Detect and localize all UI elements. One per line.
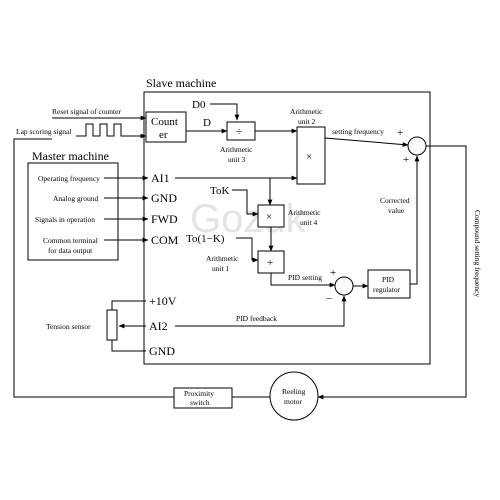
arith-unit-3-label-1: Arithmetic [220,145,253,154]
pulse-waveform [76,123,147,139]
d-label: D [203,117,211,129]
master-machine-box [27,162,119,261]
terminal-10v: +10V [149,294,177,308]
proximity-feedback-line [13,138,174,398]
sum-junction-pid [334,276,354,296]
terminal-gnd: GND [151,191,177,205]
pid-minus: − [326,293,332,305]
pid-regulator-box [367,269,411,299]
corrected-value-label-2: value [388,206,405,215]
arith-unit-4-label-2: unit 4 [300,218,318,227]
plus-symbol-1: + [267,257,273,269]
master-machine-title: Master machine [32,149,109,163]
arith-unit-3-label-2: unit 3 [228,155,246,164]
reeling-motor-label-2: motor [284,397,302,406]
arith-unit-1-label-1: Arithmetic [206,254,239,263]
tok-label: ToK [210,185,229,197]
corrected-value-label-1: Corrected [380,196,410,205]
sum-top-plus-2: + [403,154,409,166]
d0-line [210,103,240,121]
pid-regulator-label-1: PID [382,275,395,284]
arith-unit-2-label-2: unit 2 [298,117,316,126]
terminal-com: COM [151,233,179,247]
arith-unit-2-label-1: Arithmetic [290,107,323,116]
common-terminal-label-2: for data output [48,246,93,255]
corrected-value-line [410,155,420,285]
arith-unit-4-label-1: Arithmetic [288,208,321,217]
operating-frequency-label: Operating frequency [38,174,100,183]
pid-setting-line [270,273,336,288]
signals-operation-label: Signals in operation [35,215,95,224]
counter-label-1: Count [151,116,178,128]
terminal-gnd-2: GND [149,344,175,358]
reeling-motor-label-1: Reeling [282,387,306,396]
pid-regulator-label-2: regulator [373,285,401,294]
common-terminal-label-1: Common terminal [43,236,98,245]
arith-unit-2-box [296,126,326,185]
compound-frequency-line [317,145,467,400]
divide-symbol: ÷ [236,126,242,138]
pid-feedback-label: PID feedback [236,314,277,323]
sum-top-plus-1: + [397,127,403,139]
counter-label-2: er [159,129,168,141]
tok-line [232,189,259,217]
slave-machine-box [143,91,431,365]
sensor-gnd-line [111,340,146,352]
to-expr-line [236,237,259,263]
slave-machine-title: Slave machine [146,76,216,90]
analog-ground-label: Analog ground [53,194,98,203]
watermark: Gozuk [190,197,307,241]
setting-frequency-line [324,137,409,147]
terminal-ai2: AI2 [149,319,168,333]
d0-label: D0 [192,99,206,111]
pid-setting-label: PID setting [288,273,322,282]
sum-junction-top [407,136,427,156]
setting-frequency-label: setting frequency [332,127,384,136]
arith-unit-1-label-2: unit 1 [212,264,230,273]
multiply-symbol-4: × [266,211,272,223]
multiply-symbol-2: × [306,151,312,163]
to-expr-label: To(1−K) [186,233,225,245]
reeling-motor [269,371,319,421]
proximity-switch-box [173,387,233,409]
tension-sensor-resistor [106,309,118,341]
sensor-10v-line [111,300,146,310]
reset-signal-label: Reset signal of counter [52,107,121,116]
lap-scoring-label: Lap scoring signal [16,127,71,136]
pid-feedback-line [175,295,347,327]
terminal-ai1: AI1 [151,171,170,185]
terminal-fwd: FWD [151,212,178,226]
counter-box [145,111,187,143]
proximity-switch-label-1: Proximity [184,389,214,398]
compound-frequency-label: Compound setting frequency [473,210,482,297]
proximity-switch-label-2: switch [190,398,210,407]
tension-sensor-label: Tension sensor [46,322,91,331]
pid-plus: + [330,267,336,279]
